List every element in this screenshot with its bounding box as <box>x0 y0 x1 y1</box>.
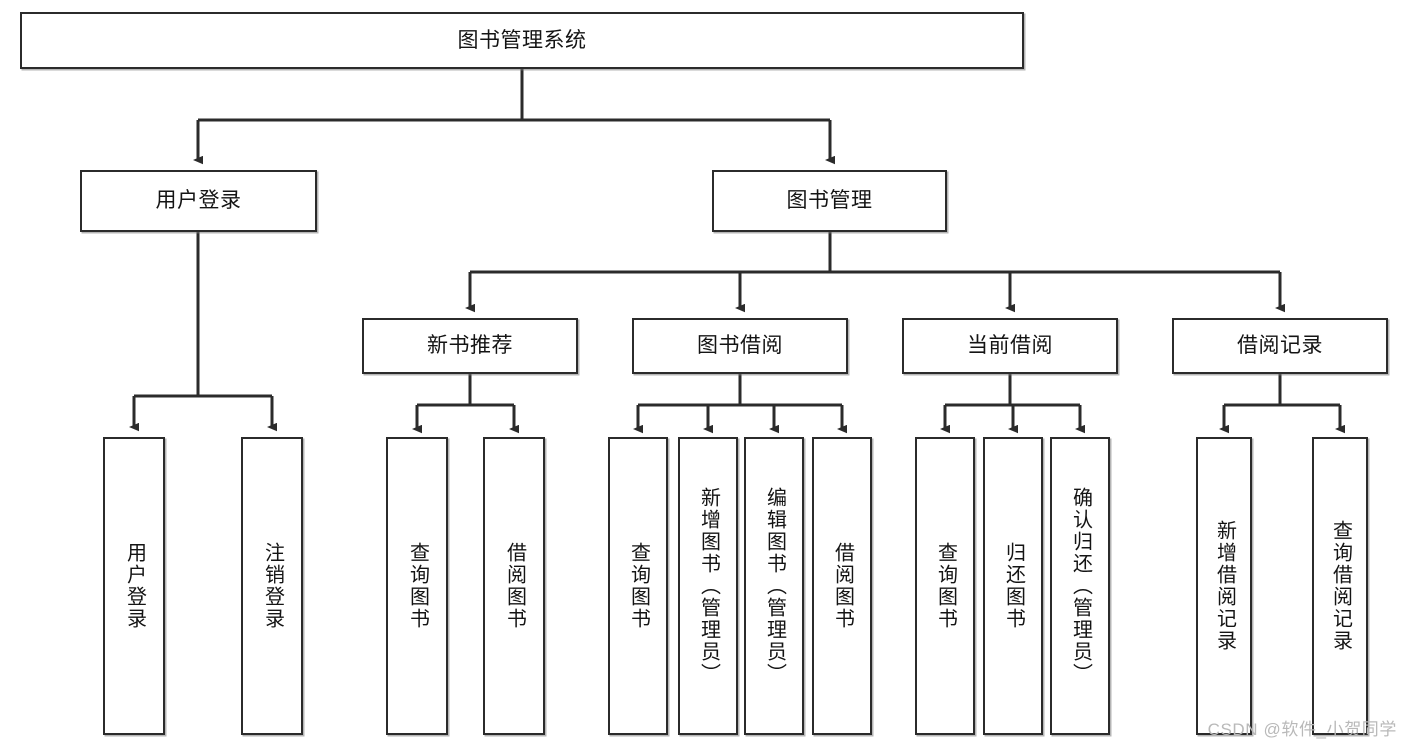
node-leaf-add-book-label: 新增图书（管理员） <box>697 487 720 685</box>
node-book-borrow-label: 图书借阅 <box>697 334 783 358</box>
node-leaf-edit-book-label: 编辑图书（管理员） <box>763 487 786 685</box>
node-leaf-add-book[interactable]: 新增图书（管理员） <box>678 437 738 735</box>
node-new-book-rec-label: 新书推荐 <box>427 334 513 358</box>
node-book-manage[interactable]: 图书管理 <box>712 170 947 232</box>
node-leaf-query-book-1[interactable]: 查询图书 <box>386 437 448 735</box>
node-book-borrow[interactable]: 图书借阅 <box>632 318 848 374</box>
node-current-borrow-label: 当前借阅 <box>967 334 1053 358</box>
node-leaf-query-book-2-label: 查询图书 <box>627 542 650 630</box>
node-leaf-logout[interactable]: 注销登录 <box>241 437 303 735</box>
node-leaf-query-book-1-label: 查询图书 <box>406 542 429 630</box>
node-leaf-query-book-3-label: 查询图书 <box>934 542 957 630</box>
node-leaf-confirm-return[interactable]: 确认归还（管理员） <box>1050 437 1110 735</box>
node-user-login-label: 用户登录 <box>155 189 242 213</box>
node-borrow-record[interactable]: 借阅记录 <box>1172 318 1388 374</box>
node-leaf-return-book[interactable]: 归还图书 <box>983 437 1043 735</box>
node-leaf-query-record-label: 查询借阅记录 <box>1329 520 1352 652</box>
node-leaf-return-book-label: 归还图书 <box>1002 542 1025 630</box>
node-leaf-borrow-book-1[interactable]: 借阅图书 <box>483 437 545 735</box>
node-leaf-borrow-book-2[interactable]: 借阅图书 <box>812 437 872 735</box>
node-user-login[interactable]: 用户登录 <box>80 170 317 232</box>
node-leaf-query-book-2[interactable]: 查询图书 <box>608 437 668 735</box>
node-leaf-logout-label: 注销登录 <box>261 542 284 630</box>
node-root[interactable]: 图书管理系统 <box>20 12 1024 69</box>
node-new-book-rec[interactable]: 新书推荐 <box>362 318 578 374</box>
node-leaf-add-record[interactable]: 新增借阅记录 <box>1196 437 1252 735</box>
node-leaf-edit-book[interactable]: 编辑图书（管理员） <box>744 437 804 735</box>
node-book-manage-label: 图书管理 <box>786 189 873 213</box>
node-leaf-user-login[interactable]: 用户登录 <box>103 437 165 735</box>
node-leaf-add-record-label: 新增借阅记录 <box>1213 520 1236 652</box>
csdn-watermark: CSDN @软件_小贺同学 <box>1207 720 1397 739</box>
node-leaf-query-book-3[interactable]: 查询图书 <box>915 437 975 735</box>
node-leaf-confirm-return-label: 确认归还（管理员） <box>1069 487 1092 685</box>
node-leaf-query-record[interactable]: 查询借阅记录 <box>1312 437 1368 735</box>
node-leaf-borrow-book-2-label: 借阅图书 <box>831 542 854 630</box>
node-root-label: 图书管理系统 <box>457 28 587 52</box>
node-current-borrow[interactable]: 当前借阅 <box>902 318 1118 374</box>
node-borrow-record-label: 借阅记录 <box>1237 334 1323 358</box>
node-leaf-borrow-book-1-label: 借阅图书 <box>503 542 526 630</box>
node-leaf-user-login-label: 用户登录 <box>123 542 146 630</box>
